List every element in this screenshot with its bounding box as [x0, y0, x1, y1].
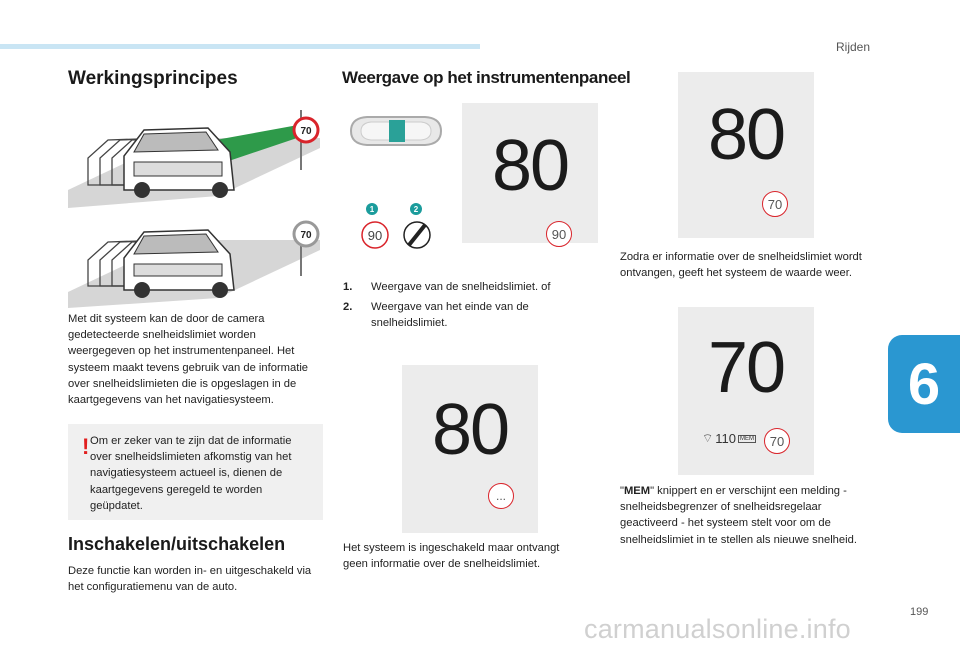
mem-label: MEM — [623, 485, 651, 497]
end-of-limit-icon — [403, 221, 431, 249]
display-limit-sign: 70 — [762, 191, 788, 217]
callout-1: 1 — [366, 203, 378, 215]
caption-mem-text: knippert en er verschijnt een melding - … — [620, 485, 857, 546]
speed-sign-text: 70 — [300, 126, 312, 137]
car-illustration-1: 70 — [68, 110, 320, 208]
section-title: Rijden — [836, 40, 871, 54]
display-speed: 80 — [707, 95, 786, 175]
warning-icon: ! — [82, 434, 90, 459]
list-item-number: 1. — [343, 281, 353, 293]
heading-inschakelen: Inschakelen/uitschakelen — [68, 534, 286, 554]
heading-werkingsprincipes: Werkingsprincipes — [68, 68, 238, 89]
speed-limiter-icon: ⌔ — [702, 431, 714, 445]
display-speed: 80 — [491, 126, 570, 206]
watermark: carmanualsonline.info — [584, 614, 851, 644]
warning-text: Om er zeker van te zijn dat de informati… — [90, 435, 292, 512]
heading-weergave: Weergave op het instrumentenpaneel — [342, 68, 631, 87]
mem-value: 110 — [715, 431, 737, 446]
list-item-number: 2. — [343, 301, 353, 314]
cluster-outline-icon — [349, 116, 443, 146]
car-camera-illustration: 70 — [68, 110, 320, 208]
legend-list: 1. Weergave van de snelheidslimiet. of 2… — [343, 279, 573, 336]
callout-2: 2 — [410, 203, 422, 215]
caption-mem: "MEM" knippert en er verschijnt een meld… — [620, 485, 857, 546]
caption-info-received: Zodra er informatie over de snelheidslim… — [620, 251, 862, 280]
display-speed: 70 — [707, 328, 786, 408]
warning-box: ! Om er zeker van te zijn dat de informa… — [68, 424, 323, 520]
mem-indicator: ⌔ 110 MEM — [702, 431, 757, 446]
display-main: 80 90 — [462, 103, 598, 247]
list-item-text: Weergave van de snelheidslimiet. of — [371, 281, 551, 293]
list-item: 1. Weergave van de snelheidslimiet. of — [343, 279, 573, 295]
list-item-text: Weergave van het einde van de snelheidsl… — [371, 301, 529, 330]
mem-badge: MEM — [738, 434, 757, 443]
chapter-tab: 6 — [888, 335, 960, 433]
page-number: 199 — [910, 606, 929, 618]
display-limit-sign: 90 — [546, 221, 572, 247]
caption-no-info: Het systeem is ingeschakeld maar ontvang… — [343, 542, 560, 571]
instrument-cluster-icon — [347, 114, 445, 148]
end-limit-icon — [402, 220, 432, 250]
display-limit-sign: 70 — [764, 428, 790, 454]
display-speed: 80 — [431, 390, 510, 470]
speed-limit-icon: 90 — [361, 221, 389, 249]
limit-sign-icon: 90 — [360, 220, 390, 250]
limit-icon-value: 90 — [368, 228, 382, 243]
body-text-inschakelen: Deze functie kan worden in- en uitgescha… — [68, 565, 312, 594]
chapter-number: 6 — [907, 351, 941, 417]
list-item: 2. Weergave van het einde van de snelhei… — [343, 299, 573, 331]
car-map-illustration: 70 — [68, 220, 320, 308]
display-mem: 70 ⌔ 110 MEM 70 — [678, 307, 814, 475]
display-limit-sign: ... — [488, 483, 514, 509]
header-bar — [0, 44, 480, 49]
body-text-intro: Met dit systeem kan de door de camera ge… — [68, 313, 309, 407]
speed-sign-text: 70 — [300, 230, 312, 241]
display-waiting: 80 ... — [402, 365, 538, 533]
car-illustration-2: 70 — [68, 216, 320, 308]
display-info: 80 70 — [678, 72, 814, 238]
